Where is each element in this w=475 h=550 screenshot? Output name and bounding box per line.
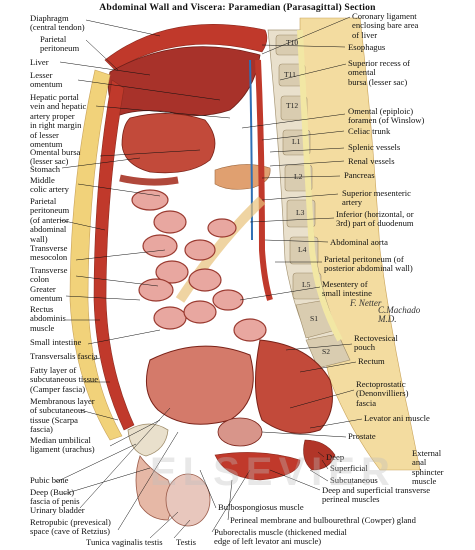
vertebra-label: T12 xyxy=(286,101,299,110)
label-renal-vessels: Renal vessels xyxy=(348,156,395,166)
vertebra-label: S2 xyxy=(322,347,331,356)
label-puborectalis: Puborectalis muscle (thickened medial ed… xyxy=(214,527,347,547)
label-external-anal-sphincter: External anal sphincter muscle xyxy=(412,448,444,487)
label-celiac-trunk: Celiac trunk xyxy=(348,126,391,136)
label-parietal-peritoneum-posterior: Parietal peritoneum (of posterior abdomi… xyxy=(324,254,413,274)
label-transversalis-fascia: Transversalis fascia xyxy=(30,351,98,361)
perineal-muscles xyxy=(214,452,301,481)
label-stomach: Stomach xyxy=(30,164,61,174)
label-levator-ani: Levator ani muscle xyxy=(364,413,430,423)
label-testis: Testis xyxy=(176,537,196,547)
vertebra-label: L1 xyxy=(292,137,301,146)
rectum xyxy=(255,339,333,434)
ivc-vessel xyxy=(249,59,253,241)
label-pubic-bone: Pubic bone xyxy=(30,475,69,485)
label-median-umbilical-ligament: Median umbilical ligament (urachus) xyxy=(30,435,95,455)
vertebra-label: T10 xyxy=(286,38,299,47)
abdominal-aorta xyxy=(255,59,273,301)
spinal-canal xyxy=(297,29,343,342)
label-coronary-ligament: Coronary ligament enclosing bare area of… xyxy=(352,11,419,40)
label-splenic-vessels: Splenic vessels xyxy=(348,142,401,152)
label-omental-foramen: Omental (epiploic) foramen (of Winslow) xyxy=(348,106,425,126)
label-prostate: Prostate xyxy=(348,431,376,441)
label-greater-omentum: Greater omentum xyxy=(30,284,63,304)
label-perineal-membrane: Perineal membrane and bulbourethral (Cow… xyxy=(230,515,416,525)
vertebra-label: S1 xyxy=(310,314,319,323)
label-transverse-perineal-muscles: Deep and superficial transverse perineal… xyxy=(322,485,431,505)
page-title: Abdominal Wall and Viscera: Paramedian (… xyxy=(99,2,376,13)
pubic-bone xyxy=(127,423,169,457)
label-hepatic-portal-vein: Hepatic portal vein and hepatic artery p… xyxy=(30,92,87,150)
label-abdominal-aorta: Abdominal aorta xyxy=(330,237,388,247)
label-parietal-peritoneum-anterior: Parietal peritoneum (of anterior abdomin… xyxy=(30,196,70,244)
label-middle-colic-artery: Middle colic artery xyxy=(30,175,69,195)
label-small-intestine: Small intestine xyxy=(30,337,82,347)
label-sphincter-subcutaneous: Subcutaneous xyxy=(330,475,378,485)
artist-signature: C.Machado M.D. xyxy=(378,305,421,324)
leader-lines xyxy=(55,16,363,539)
label-pancreas: Pancreas xyxy=(344,170,375,180)
watermark: ELSEVIER xyxy=(150,450,396,494)
vertebra-label: L4 xyxy=(298,245,307,254)
mesentery xyxy=(175,196,266,303)
label-urinary-bladder: Urinary bladder xyxy=(30,505,85,515)
fatty-subcutaneous-layer xyxy=(69,69,123,441)
label-diaphragm: Diaphragm (central tendon) xyxy=(30,13,85,33)
artist-signature: F. Netter xyxy=(350,298,382,308)
label-parietal-peritoneum: Parietal peritoneum xyxy=(40,34,80,54)
vertebra-label: L5 xyxy=(302,280,311,289)
label-scarpa-fascia: Membranous layer of subcutaneous tissue … xyxy=(30,396,95,435)
label-superior-mesenteric-artery: Superior mesenteric artery xyxy=(342,188,411,208)
urinary-bladder xyxy=(145,345,254,425)
label-omental-bursa: Omental bursa (lesser sac) xyxy=(30,147,81,167)
label-esophagus: Esophagus xyxy=(348,42,386,52)
vertebra-label: T11 xyxy=(284,70,296,79)
transverse-colon xyxy=(119,174,179,186)
label-lesser-omentum: Lesser omentum xyxy=(30,70,63,90)
label-buck-fascia: Deep (Buck) fascia of penis xyxy=(30,487,80,507)
label-duodenum: Inferior (horizontal, or 3rd) part of du… xyxy=(336,209,414,229)
label-tunica-vaginalis: Tunica vaginalis testis xyxy=(86,537,163,547)
label-transverse-mesocolon: Transverse mesocolon xyxy=(30,243,68,263)
label-sphincter-deep: Deep xyxy=(326,452,345,462)
anal-sphincter xyxy=(303,439,336,471)
label-bulbospongiosus: Bulbospongiosus muscle xyxy=(218,502,304,512)
stomach xyxy=(121,113,216,174)
label-superior-recess: Superior recess of omental bursa (lesser… xyxy=(348,58,411,87)
label-retropubic-space: Retropubic (prevesical) space (cave of R… xyxy=(30,517,111,537)
label-sphincter-superficial: Superficial xyxy=(330,463,368,473)
label-mesentery: Mesentery of small intestine xyxy=(322,279,372,299)
vertebra-label: L2 xyxy=(294,172,303,181)
label-rectus-abdominis: Rectus abdominis muscle xyxy=(30,304,66,333)
small-intestine-loops xyxy=(131,189,267,342)
diaphragm xyxy=(104,23,268,71)
label-transverse-colon: Transverse colon xyxy=(30,265,68,285)
label-camper-fascia: Fatty layer of subcutaneous tissue (Camp… xyxy=(30,365,99,394)
label-denonvilliers-fascia: Rectoprostatic (Denonvilliers) fascia xyxy=(356,379,409,408)
rectus-abdominis-muscle xyxy=(93,79,135,431)
vertebra-label: L3 xyxy=(296,208,305,217)
liver xyxy=(107,46,261,116)
penis xyxy=(135,455,173,521)
prostate xyxy=(217,417,263,447)
label-rectum: Rectum xyxy=(358,356,385,366)
label-rectovesical-pouch: Rectovesical pouch xyxy=(354,333,398,353)
pancreas xyxy=(214,164,271,190)
label-liver: Liver xyxy=(30,57,49,67)
